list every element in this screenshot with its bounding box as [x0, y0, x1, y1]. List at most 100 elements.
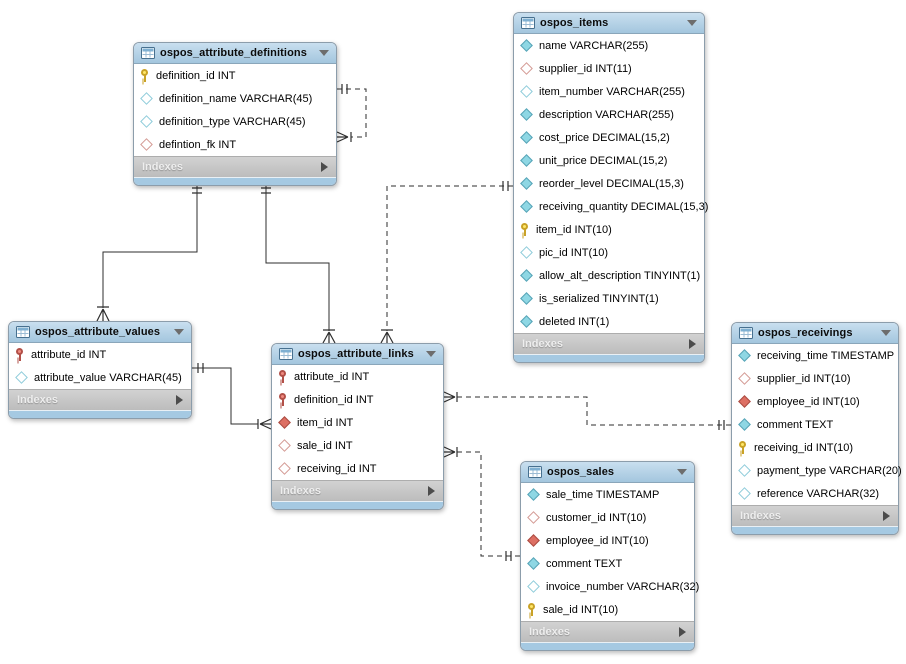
column-row[interactable]: sale_time TIMESTAMP [521, 483, 694, 506]
column-row[interactable]: pic_id INT(10) [514, 241, 704, 264]
table-ospos-items[interactable]: ospos_items name VARCHAR(255) supplier_i… [513, 12, 708, 363]
column-row[interactable]: supplier_id INT(11) [514, 57, 704, 80]
table-footer-strip [732, 526, 898, 534]
table-ospos-attribute-links[interactable]: ospos_attribute_links attribute_id INT d… [271, 343, 444, 510]
table-footer-strip [134, 177, 336, 185]
relationship-links-receivings[interactable] [443, 391, 731, 430]
column-row[interactable]: customer_id INT(10) [521, 506, 694, 529]
primary-foreign-key-icon [278, 393, 288, 406]
column-row[interactable]: item_id INT(10) [514, 218, 704, 241]
relationship-definitions-values[interactable] [96, 181, 202, 322]
indexes-label: Indexes [280, 485, 321, 497]
table-ospos-attribute-definitions[interactable]: ospos_attribute_definitions definition_i… [133, 42, 337, 186]
column-row[interactable]: definition_id INT [272, 388, 443, 411]
column-row[interactable]: is_serialized TINYINT(1) [514, 287, 704, 310]
expand-arrow-icon[interactable] [689, 339, 696, 349]
collapse-arrow-icon[interactable] [426, 351, 436, 357]
primary-foreign-key-icon [278, 370, 288, 383]
table-ospos-receivings[interactable]: ospos_receivings receiving_time TIMESTAM… [731, 322, 902, 535]
notnull-attribute-icon [520, 131, 533, 144]
column-row[interactable]: payment_type VARCHAR(20) [732, 459, 902, 482]
column-row[interactable]: description VARCHAR(255) [514, 103, 704, 126]
column-row[interactable]: cost_price DECIMAL(15,2) [514, 126, 704, 149]
indexes-row[interactable]: Indexes [9, 389, 191, 410]
indexes-label: Indexes [17, 394, 58, 406]
notnull-attribute-icon [527, 557, 540, 570]
collapse-arrow-icon[interactable] [687, 20, 697, 26]
indexes-row[interactable]: Indexes [732, 505, 898, 526]
table-title: ospos_attribute_links [298, 348, 414, 360]
nullable-attribute-icon [527, 580, 540, 593]
indexes-row[interactable]: Indexes [514, 333, 704, 354]
column-row[interactable]: employee_id INT(10) [732, 390, 898, 413]
expand-arrow-icon[interactable] [321, 162, 328, 172]
column-row[interactable]: reorder_level DECIMAL(15,3) [514, 172, 704, 195]
collapse-arrow-icon[interactable] [677, 469, 687, 475]
indexes-row[interactable]: Indexes [134, 156, 336, 177]
notnull-attribute-icon [520, 108, 533, 121]
table-header[interactable]: ospos_attribute_values [9, 322, 191, 343]
expand-arrow-icon[interactable] [176, 395, 183, 405]
notnull-fk-icon [527, 534, 540, 547]
notnull-attribute-icon [527, 488, 540, 501]
column-row[interactable]: name VARCHAR(255) [514, 34, 704, 57]
table-header[interactable]: ospos_attribute_links [272, 344, 443, 365]
column-row[interactable]: receiving_time TIMESTAMP [732, 344, 898, 367]
column-row[interactable]: allow_alt_description TINYINT(1) [514, 264, 704, 287]
relationship-definitions-self[interactable] [336, 84, 367, 143]
table-header[interactable]: ospos_items [514, 13, 704, 34]
expand-arrow-icon[interactable] [428, 486, 435, 496]
column-row[interactable]: defintion_fk INT [134, 133, 336, 156]
column-row[interactable]: supplier_id INT(10) [732, 367, 898, 390]
table-header[interactable]: ospos_attribute_definitions [134, 43, 336, 64]
notnull-attribute-icon [520, 200, 533, 213]
column-row[interactable]: sale_id INT [272, 434, 443, 457]
nullable-attribute-icon [140, 92, 153, 105]
table-icon [739, 327, 753, 339]
column-row[interactable]: item_id INT [272, 411, 443, 434]
primary-foreign-key-icon [15, 348, 25, 361]
table-title: ospos_attribute_definitions [160, 47, 307, 59]
indexes-row[interactable]: Indexes [521, 621, 694, 642]
column-row[interactable]: definition_id INT [134, 64, 336, 87]
expand-arrow-icon[interactable] [679, 627, 686, 637]
collapse-arrow-icon[interactable] [319, 50, 329, 56]
column-row[interactable]: reference VARCHAR(32) [732, 482, 898, 505]
collapse-arrow-icon[interactable] [174, 329, 184, 335]
relationship-items-links[interactable] [380, 181, 513, 344]
table-header[interactable]: ospos_sales [521, 462, 694, 483]
column-list: name VARCHAR(255) supplier_id INT(11) it… [514, 34, 708, 333]
column-row[interactable]: receiving_id INT(10) [732, 436, 898, 459]
column-row[interactable]: invoice_number VARCHAR(32) [521, 575, 699, 598]
table-ospos-sales[interactable]: ospos_sales sale_time TIMESTAMP customer… [520, 461, 699, 651]
collapse-arrow-icon[interactable] [881, 330, 891, 336]
indexes-row[interactable]: Indexes [272, 480, 443, 501]
indexes-label: Indexes [142, 161, 183, 173]
indexes-label: Indexes [740, 510, 781, 522]
relationship-definitions-links[interactable] [261, 181, 336, 344]
relationship-links-sales[interactable] [443, 446, 520, 561]
column-row[interactable]: definition_name VARCHAR(45) [134, 87, 336, 110]
column-row[interactable]: comment TEXT [732, 413, 898, 436]
notnull-attribute-icon [520, 177, 533, 190]
column-row[interactable]: attribute_value VARCHAR(45) [9, 366, 191, 389]
table-title: ospos_sales [547, 466, 615, 478]
table-ospos-attribute-values[interactable]: ospos_attribute_values attribute_id INT … [8, 321, 192, 419]
column-row[interactable]: comment TEXT [521, 552, 694, 575]
relationship-values-links[interactable] [192, 363, 272, 430]
column-row[interactable]: employee_id INT(10) [521, 529, 694, 552]
notnull-attribute-icon [520, 269, 533, 282]
column-row[interactable]: attribute_id INT [9, 343, 191, 366]
expand-arrow-icon[interactable] [883, 511, 890, 521]
column-row[interactable]: item_number VARCHAR(255) [514, 80, 704, 103]
column-row[interactable]: attribute_id INT [272, 365, 443, 388]
table-header[interactable]: ospos_receivings [732, 323, 898, 344]
column-row[interactable]: unit_price DECIMAL(15,2) [514, 149, 704, 172]
column-row[interactable]: sale_id INT(10) [521, 598, 694, 621]
column-row[interactable]: receiving_quantity DECIMAL(15,3) [514, 195, 708, 218]
column-row[interactable]: definition_type VARCHAR(45) [134, 110, 336, 133]
column-row[interactable]: receiving_id INT [272, 457, 443, 480]
table-title: ospos_attribute_values [35, 326, 161, 338]
column-row[interactable]: deleted INT(1) [514, 310, 704, 333]
column-list: sale_time TIMESTAMP customer_id INT(10) … [521, 483, 699, 621]
